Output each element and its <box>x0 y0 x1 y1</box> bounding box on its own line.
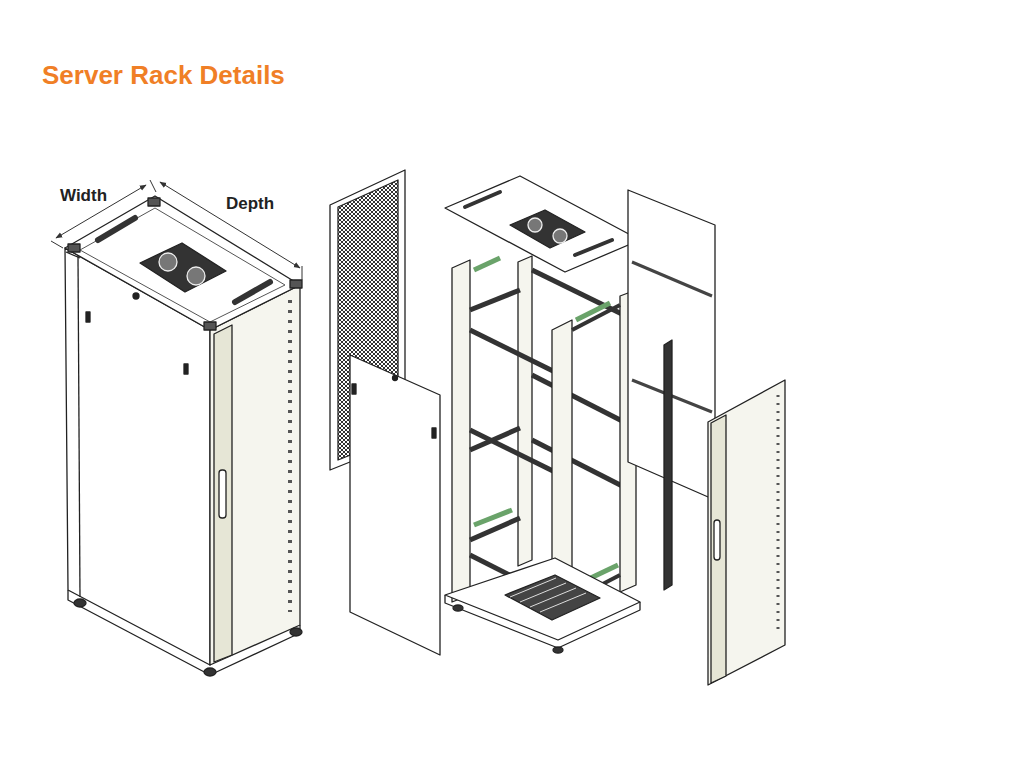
page-title: Server Rack Details <box>42 60 285 91</box>
dimension-label: Depth <box>224 194 276 214</box>
dimension-label: Width <box>58 186 109 206</box>
